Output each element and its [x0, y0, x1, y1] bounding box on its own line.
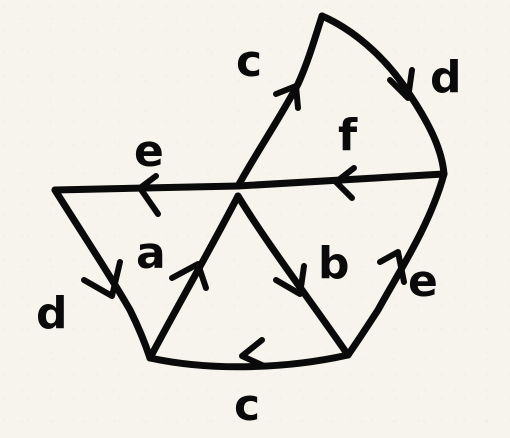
arrow-c-top [273, 83, 301, 111]
label-e-left: e [134, 126, 164, 177]
edge-d-left [51, 186, 154, 362]
label-d-left: d [36, 288, 68, 339]
edge-e-left [51, 182, 242, 194]
edge-c-bottom [146, 351, 352, 371]
arrow-f [333, 165, 357, 201]
arrow-d-left [81, 259, 123, 299]
label-a: a [136, 228, 166, 279]
arrow-b [273, 263, 307, 297]
edge-e-right [344, 170, 448, 359]
arrow-c-bottom [239, 337, 267, 369]
label-c-bottom: c [234, 380, 260, 431]
label-c-top: c [236, 36, 262, 87]
label-f: f [338, 110, 358, 161]
edge-b [234, 192, 352, 359]
arrow-a [169, 261, 209, 291]
label-d-top: d [430, 52, 462, 103]
label-b: b [318, 238, 350, 289]
label-e-right: e [408, 256, 438, 307]
arrow-e-left [137, 173, 161, 217]
arrow-e-right [377, 249, 407, 285]
edge-a [146, 192, 242, 362]
arrow-d-top [387, 67, 415, 101]
